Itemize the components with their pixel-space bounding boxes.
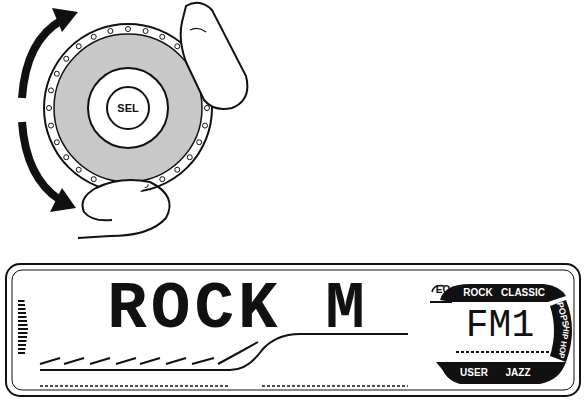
display-inner [12, 270, 574, 390]
knurl-dot [108, 28, 113, 33]
display-text: ROCK M [107, 277, 369, 343]
knurl-dot [126, 27, 131, 32]
knurl-dot [175, 167, 180, 172]
knurl-dot [54, 71, 59, 76]
thumb-tip [83, 180, 151, 220]
eq-band-bottom [440, 362, 566, 384]
eq-underline [430, 301, 452, 303]
meter-bar [18, 352, 25, 354]
meter-bar [18, 300, 25, 302]
knurl-dot [197, 140, 202, 145]
eq-mode: CLASSIC [501, 288, 545, 298]
meter-bar [18, 344, 26, 346]
knurl-dot [76, 44, 81, 49]
display-frame [6, 264, 580, 396]
meter-bar [18, 312, 26, 314]
level-meter [18, 300, 28, 354]
dash-marks [40, 342, 258, 364]
knurl-dot [54, 140, 59, 145]
eq-label: EQ [436, 285, 450, 295]
knurl-dot [64, 155, 69, 160]
knurl-dot [175, 44, 180, 49]
knurl-dot [64, 56, 69, 61]
eq-band-top [440, 284, 566, 302]
knurl-dot [91, 177, 96, 182]
meter-bar [18, 308, 26, 310]
knurl-dot [76, 167, 81, 172]
meter-bar [18, 336, 27, 338]
knob-center [88, 68, 168, 148]
knurl-dot [203, 123, 208, 128]
button-label: SEL [117, 102, 138, 114]
knurl-dot [187, 155, 192, 160]
meter-bar [18, 304, 25, 306]
eq-mode: JAZZ [506, 368, 531, 378]
meter-bar [18, 324, 28, 326]
band-indicator: FM1 [466, 307, 534, 345]
knob-ring [54, 34, 202, 182]
finger [181, 3, 248, 109]
eq-scale [456, 351, 550, 353]
meter-bar [18, 328, 28, 330]
knurl-dot [91, 34, 96, 39]
knurl-dot [48, 123, 53, 128]
eq-band-right [550, 300, 572, 362]
meter-bar [18, 340, 27, 342]
sel-button: SEL [106, 86, 150, 130]
meter-bar [18, 320, 27, 322]
knurl-dot [143, 28, 148, 33]
meter-bar [18, 348, 26, 350]
eq-mode: ROCK [463, 288, 492, 298]
knurl-dot [205, 106, 210, 111]
eq-mode: USER [460, 368, 488, 378]
fingernail [190, 28, 206, 32]
meter-bar [18, 316, 27, 318]
eq-pointer [436, 362, 456, 374]
arrow-head [52, 8, 78, 32]
knurl-dot [47, 106, 52, 111]
knurl-dot [48, 88, 53, 93]
arrow-head [50, 188, 76, 212]
meter-bar [18, 332, 28, 334]
dotted-line [40, 385, 408, 387]
knurl-dot [160, 34, 165, 39]
knurl-dot [160, 177, 165, 182]
